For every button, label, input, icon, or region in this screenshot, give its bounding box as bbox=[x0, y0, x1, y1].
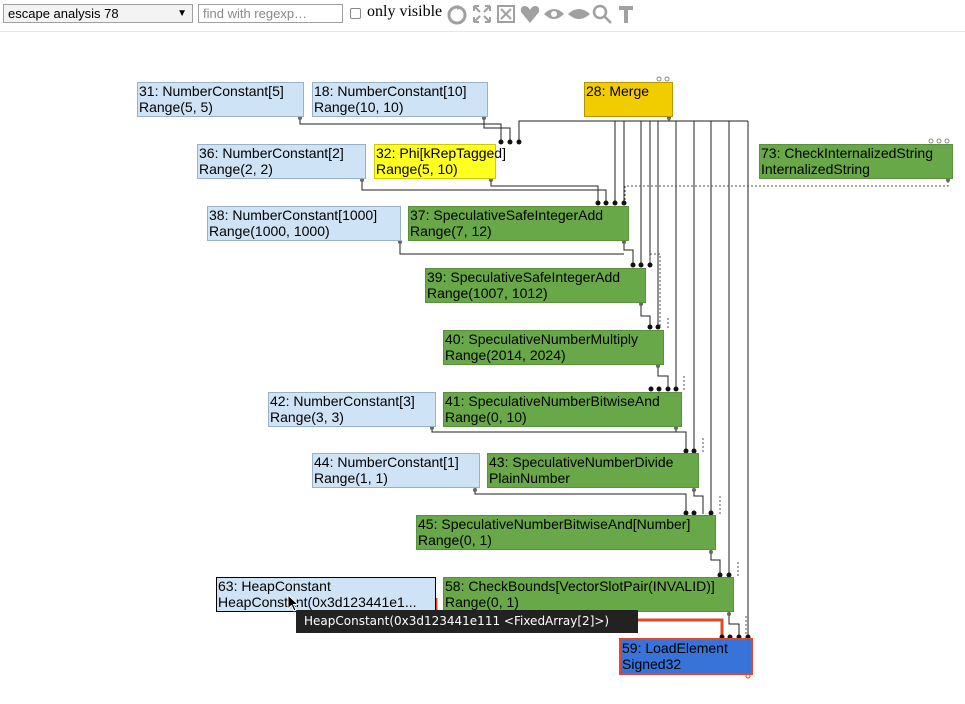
node-31-title: 31: NumberConstant[5] bbox=[139, 83, 284, 99]
text-icon[interactable] bbox=[615, 3, 637, 25]
node-39[interactable]: 39: SpeculativeSafeIntegerAdd Range(1007… bbox=[425, 268, 646, 303]
node-43-title: 43: SpeculativeNumberDivide bbox=[489, 454, 674, 470]
node-73-title: 73: CheckInternalizedString bbox=[761, 145, 933, 161]
node-41[interactable]: 41: SpeculativeNumberBitwiseAnd Range(0,… bbox=[443, 392, 682, 427]
node-45-type: Range(0, 1) bbox=[418, 532, 492, 548]
heart-icon[interactable] bbox=[519, 3, 541, 25]
node-63-type: HeapConstant(0x3d123441e1... bbox=[218, 594, 417, 610]
node-73[interactable]: 73: CheckInternalizedString Internalized… bbox=[759, 144, 953, 179]
node-28-title: 28: Merge bbox=[586, 83, 650, 99]
node-44[interactable]: 44: NumberConstant[1] Range(1, 1) bbox=[312, 453, 480, 488]
node-40-title: 40: SpeculativeNumberMultiply bbox=[445, 331, 638, 347]
node-tooltip: HeapConstant(0x3d123441e111 <FixedArray[… bbox=[296, 610, 638, 633]
node-18-type: Range(10, 10) bbox=[314, 99, 404, 115]
phase-select-value: escape analysis 78 bbox=[8, 6, 119, 21]
node-39-type: Range(1007, 1012) bbox=[427, 285, 548, 301]
node-37[interactable]: 37: SpeculativeSafeIntegerAdd Range(7, 1… bbox=[408, 206, 629, 241]
node-73-type: InternalizedString bbox=[761, 161, 870, 177]
only-visible-label: only visible bbox=[367, 3, 443, 20]
node-38-type: Range(1000, 1000) bbox=[209, 223, 330, 239]
node-40[interactable]: 40: SpeculativeNumberMultiply Range(2014… bbox=[443, 330, 664, 365]
node-39-title: 39: SpeculativeSafeIntegerAdd bbox=[427, 269, 621, 285]
node-28[interactable]: 28: Merge bbox=[584, 82, 673, 117]
node-32-type: Range(5, 10) bbox=[376, 161, 458, 177]
toolbar-divider bbox=[0, 31, 965, 32]
fit-icon[interactable] bbox=[495, 3, 517, 25]
node-42-title: 42: NumberConstant[3] bbox=[270, 393, 415, 409]
node-43-type: PlainNumber bbox=[489, 470, 570, 486]
node-32-title: 32: Phi[kRepTagged] bbox=[376, 145, 506, 161]
node-59-type: Signed32 bbox=[622, 656, 682, 672]
node-31-type: Range(5, 5) bbox=[139, 99, 213, 115]
node-59-title: 59: LoadElement bbox=[622, 640, 728, 656]
node-45-title: 45: SpeculativeNumberBitwiseAnd[Number] bbox=[418, 516, 691, 532]
phase-select[interactable]: escape analysis 78 ▼ bbox=[3, 4, 193, 23]
only-visible-checkbox[interactable] bbox=[350, 8, 361, 19]
node-44-type: Range(1, 1) bbox=[314, 470, 388, 486]
hide-icon[interactable] bbox=[567, 3, 590, 25]
eye-icon[interactable] bbox=[543, 3, 565, 25]
node-41-title: 41: SpeculativeNumberBitwiseAnd bbox=[445, 393, 660, 409]
expand-icon[interactable] bbox=[471, 3, 493, 25]
node-58-type: Range(0, 1) bbox=[445, 594, 519, 610]
node-32[interactable]: 32: Phi[kRepTagged] Range(5, 10) bbox=[374, 144, 506, 179]
node-44-title: 44: NumberConstant[1] bbox=[314, 454, 459, 470]
node-45[interactable]: 45: SpeculativeNumberBitwiseAnd[Number] … bbox=[416, 515, 716, 550]
node-58-title: 58: CheckBounds[VectorSlotPair(INVALID)] bbox=[445, 578, 715, 594]
node-41-type: Range(0, 10) bbox=[445, 409, 527, 425]
layout-icon[interactable] bbox=[446, 3, 468, 25]
toolbar: escape analysis 78 ▼ only visible bbox=[0, 0, 965, 30]
node-42[interactable]: 42: NumberConstant[3] Range(3, 3) bbox=[268, 392, 436, 427]
node-63-title: 63: HeapConstant bbox=[218, 578, 331, 594]
node-36[interactable]: 36: NumberConstant[2] Range(2, 2) bbox=[197, 144, 366, 179]
node-37-title: 37: SpeculativeSafeIntegerAdd bbox=[410, 207, 604, 223]
node-59[interactable]: 59: LoadElement Signed32 bbox=[619, 638, 753, 675]
zoom-icon[interactable] bbox=[591, 3, 613, 25]
node-43[interactable]: 43: SpeculativeNumberDivide PlainNumber bbox=[487, 453, 699, 488]
node-36-title: 36: NumberConstant[2] bbox=[199, 145, 344, 161]
mouse-cursor-icon bbox=[287, 593, 300, 615]
node-31[interactable]: 31: NumberConstant[5] Range(5, 5) bbox=[137, 82, 304, 117]
search-input[interactable] bbox=[198, 4, 343, 23]
node-38[interactable]: 38: NumberConstant[1000] Range(1000, 100… bbox=[207, 206, 401, 241]
node-36-type: Range(2, 2) bbox=[199, 161, 273, 177]
node-18-title: 18: NumberConstant[10] bbox=[314, 83, 467, 99]
node-38-title: 38: NumberConstant[1000] bbox=[209, 207, 378, 223]
node-58[interactable]: 58: CheckBounds[VectorSlotPair(INVALID)]… bbox=[443, 577, 734, 612]
node-18[interactable]: 18: NumberConstant[10] Range(10, 10) bbox=[312, 82, 488, 117]
node-37-type: Range(7, 12) bbox=[410, 223, 492, 239]
chevron-down-icon: ▼ bbox=[177, 8, 187, 19]
node-40-type: Range(2014, 2024) bbox=[445, 347, 566, 363]
node-42-type: Range(3, 3) bbox=[270, 409, 344, 425]
node-63[interactable]: 63: HeapConstant HeapConstant(0x3d123441… bbox=[216, 577, 436, 612]
